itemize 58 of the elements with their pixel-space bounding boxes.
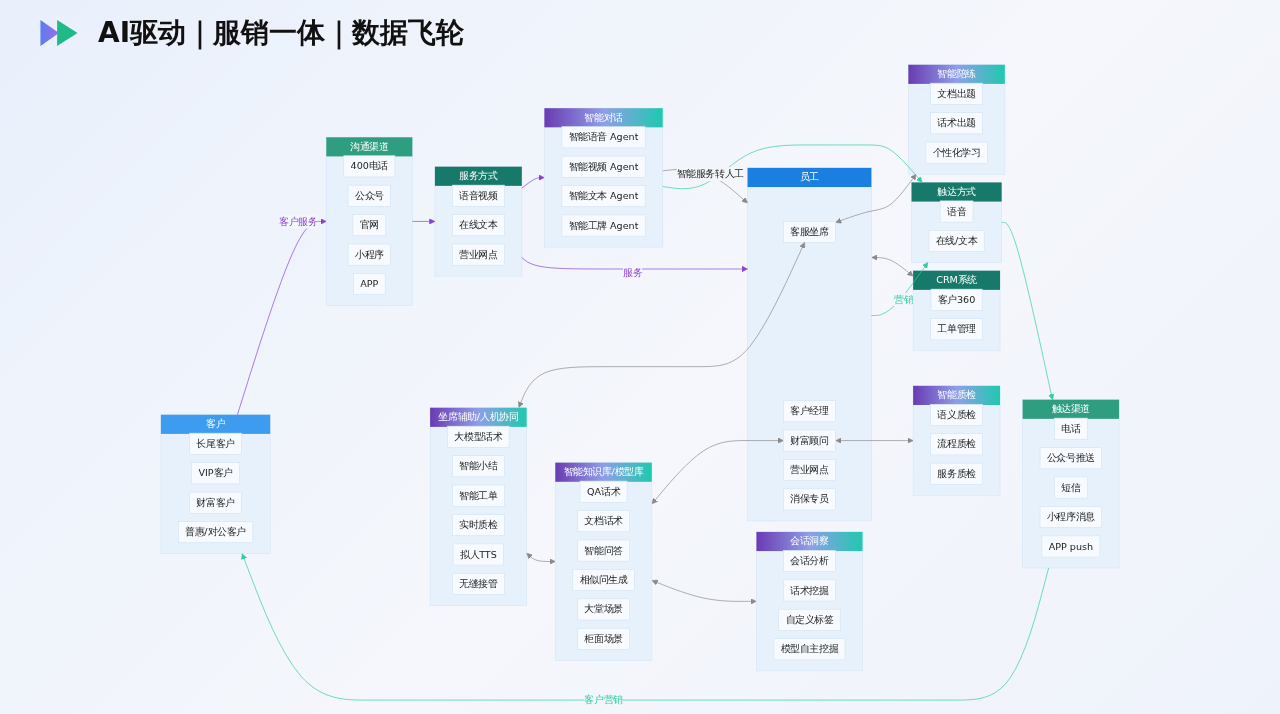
node-box: 短信 (1054, 476, 1088, 499)
node-box: 相似问生成 (572, 569, 635, 591)
node-box: 自定义标签 (778, 608, 841, 631)
node-box: 语义质检 (930, 403, 983, 426)
node-box: 工单管理 (930, 318, 983, 341)
node-box: 大模型话术 (447, 425, 510, 448)
node-box: VIP客户 (191, 462, 240, 485)
node-box: 话术出题 (930, 112, 983, 135)
node-box: 智能语音 Agent (561, 126, 646, 149)
title: AI驱动｜服销一体｜数据飞轮 (98, 15, 465, 52)
node-box: 消保专员 (783, 488, 836, 511)
node-box: 拟人TTS (452, 543, 504, 566)
node-box: 财富客户 (189, 491, 242, 514)
node-box: 财富顾问 (783, 429, 836, 452)
node-box: APP (353, 273, 386, 295)
node-box: 营业网点 (783, 459, 836, 481)
edge-label: 客户服务 (279, 215, 318, 227)
edge-label: 客户营销 (584, 694, 623, 706)
node-box: 在线/文本 (928, 230, 985, 252)
node-box: 客户经理 (783, 400, 836, 423)
node-box: 会话分析 (783, 550, 836, 572)
node-box: 公众号 (347, 184, 391, 207)
edge-label: 智能服务转人工 (676, 168, 744, 180)
node-box: 柜面场景 (577, 627, 630, 650)
node-box: APP push (1041, 535, 1101, 558)
node-box: 服务质检 (930, 462, 983, 485)
node-box: 智能小结 (452, 455, 505, 478)
node-box: 普惠/对公客户 (178, 521, 254, 544)
node-box: 客服坐席 (783, 220, 836, 243)
node-box: 大堂场景 (577, 598, 630, 621)
node-box: 实时质检 (452, 514, 505, 536)
node-box: 无缝接管 (452, 573, 505, 595)
node-box: 智能工单 (452, 484, 505, 507)
node-box: 400电话 (343, 155, 396, 178)
node-box: 文档话术 (577, 510, 630, 533)
node-box: 模型自主挖掘 (773, 638, 846, 661)
node-box: 公众号推送 (1039, 447, 1102, 470)
node-box: 长尾客户 (189, 432, 242, 455)
node-box: 个性化学习 (925, 141, 988, 164)
node-box: 在线文本 (452, 214, 505, 237)
node-box: 小程序消息 (1039, 506, 1102, 528)
node-box: 智能问答 (577, 539, 630, 562)
node-box: 官网 (352, 214, 387, 237)
edge-label: 服务 (623, 266, 643, 278)
node-box: 营业网点 (452, 243, 505, 266)
node-box: 文档出题 (930, 82, 983, 105)
node-box: 流程质检 (930, 433, 983, 456)
node-box: 智能工牌 Agent (561, 214, 646, 237)
node-box: QA话术 (579, 480, 628, 503)
node-box: 客户360 (930, 288, 983, 311)
node-box: 电话 (1054, 417, 1088, 440)
node-box: 智能视频 Agent (561, 155, 646, 178)
node-box: 语音视频 (452, 184, 505, 207)
edge-label: 营销 (893, 294, 914, 306)
node-box: 语音 (939, 200, 974, 223)
node-box: 智能文本 Agent (561, 185, 646, 208)
node-box: 小程序 (347, 243, 391, 266)
node-box: 话术挖掘 (783, 579, 836, 602)
